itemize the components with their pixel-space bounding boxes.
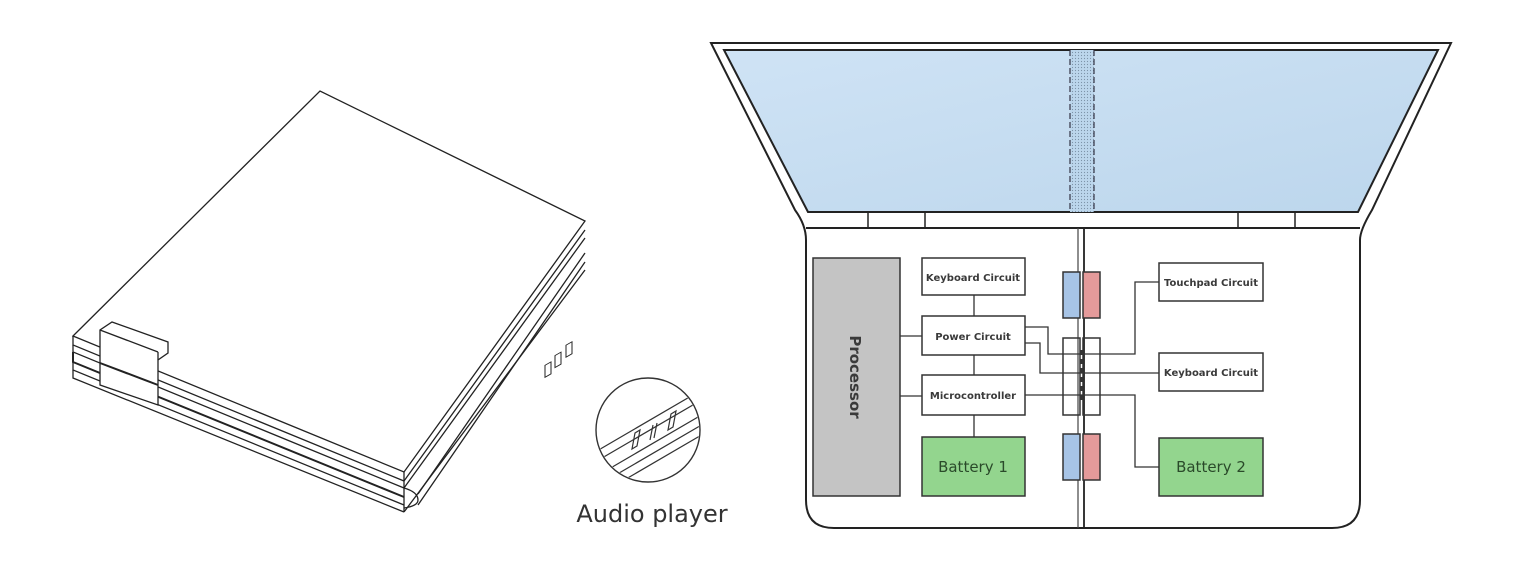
processor-label: Processor (846, 335, 864, 419)
touchpad-circuit: Touchpad Circuit (1158, 262, 1264, 302)
svg-text:Power Circuit: Power Circuit (935, 332, 1011, 343)
svg-text:Microcontroller: Microcontroller (930, 391, 1016, 402)
magnet-red (1082, 271, 1101, 319)
laptop-top-lid (71, 90, 586, 473)
svg-text:Touchpad Circuit: Touchpad Circuit (1164, 278, 1258, 289)
processor-block: Processor (812, 257, 901, 497)
previous-icon (631, 428, 641, 451)
hinge-clip (99, 321, 169, 406)
magnets-top (1062, 271, 1101, 319)
svg-text:Keyboard Circuit: Keyboard Circuit (926, 273, 1020, 284)
svg-text:Keyboard Circuit: Keyboard Circuit (1164, 368, 1258, 379)
keyboard-circuit-left: Keyboard Circuit (921, 257, 1026, 296)
battery-1: Battery 1 (921, 436, 1026, 497)
power-circuit: Power Circuit (921, 315, 1026, 356)
screen-hinge (1070, 50, 1094, 212)
hinge-connector (1062, 337, 1101, 416)
next-icon (667, 409, 677, 432)
inset-audio-controls (631, 409, 677, 451)
magnets-bottom (1062, 433, 1101, 481)
magnet-blue (1062, 433, 1081, 481)
battery-2: Battery 2 (1158, 437, 1264, 497)
pause-icon (554, 351, 562, 369)
keyboard-circuit-right: Keyboard Circuit (1158, 352, 1264, 392)
microcontroller: Microcontroller (921, 374, 1026, 416)
svg-text:Battery 2: Battery 2 (1176, 458, 1246, 476)
folded-laptop (71, 90, 586, 513)
audio-player-inset (595, 377, 701, 483)
inset-caption: Audio player (576, 500, 727, 528)
wires (900, 281, 1159, 468)
pause-icon (649, 424, 654, 441)
svg-text:Battery 1: Battery 1 (938, 458, 1008, 476)
edge-audio-controls (544, 340, 573, 379)
previous-icon (544, 361, 552, 379)
magnet-blue (1062, 271, 1081, 319)
unfolded-laptop: Processor Keyboard Circuit Power Circuit… (709, 42, 1453, 529)
next-icon (565, 340, 573, 359)
magnet-red (1082, 433, 1101, 481)
